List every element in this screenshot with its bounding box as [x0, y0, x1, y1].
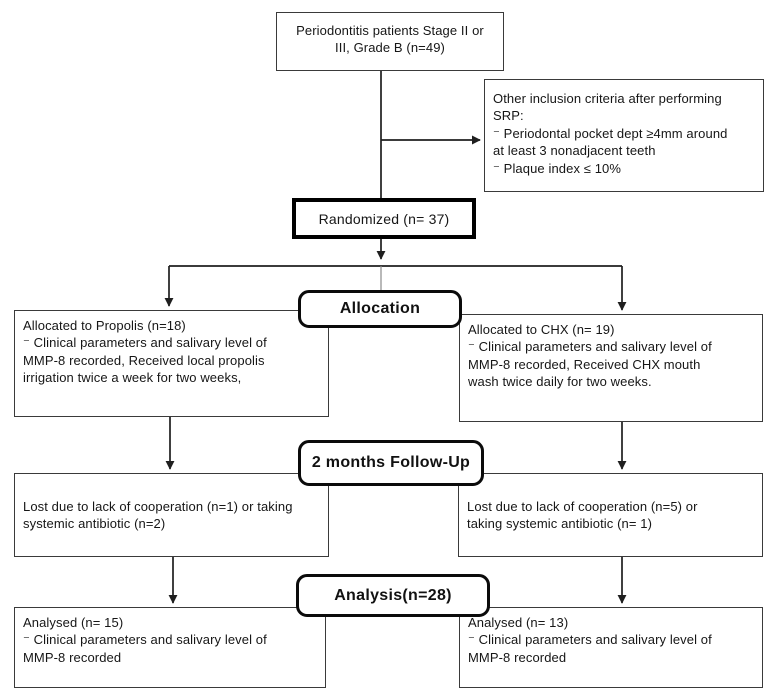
lost-propolis-box: Lost due to lack of cooperation (n=1) or… [14, 473, 329, 557]
allocated-chx-box: Allocated to CHX (n= 19) ⁻ Clinical para… [459, 314, 763, 422]
lost-chx-box: Lost due to lack of cooperation (n=5) or… [458, 473, 763, 557]
analysed-chx-box: Analysed (n= 13) ⁻ Clinical parameters a… [459, 607, 763, 688]
analysed-propolis-box: Analysed (n= 15) ⁻ Clinical parameters a… [14, 607, 326, 688]
allocation-stage-label: Allocation [298, 290, 462, 328]
analysis-stage-label: Analysis(n=28) [296, 574, 490, 617]
followup-stage-label: 2 months Follow-Up [298, 440, 484, 486]
allocated-propolis-box: Allocated to Propolis (n=18) ⁻ Clinical … [14, 310, 329, 417]
inclusion-criteria-box: Other inclusion criteria after performin… [484, 79, 764, 192]
randomized-box: Randomized (n= 37) [292, 198, 476, 239]
enrollment-box: Periodontitis patients Stage II or III, … [276, 12, 504, 71]
